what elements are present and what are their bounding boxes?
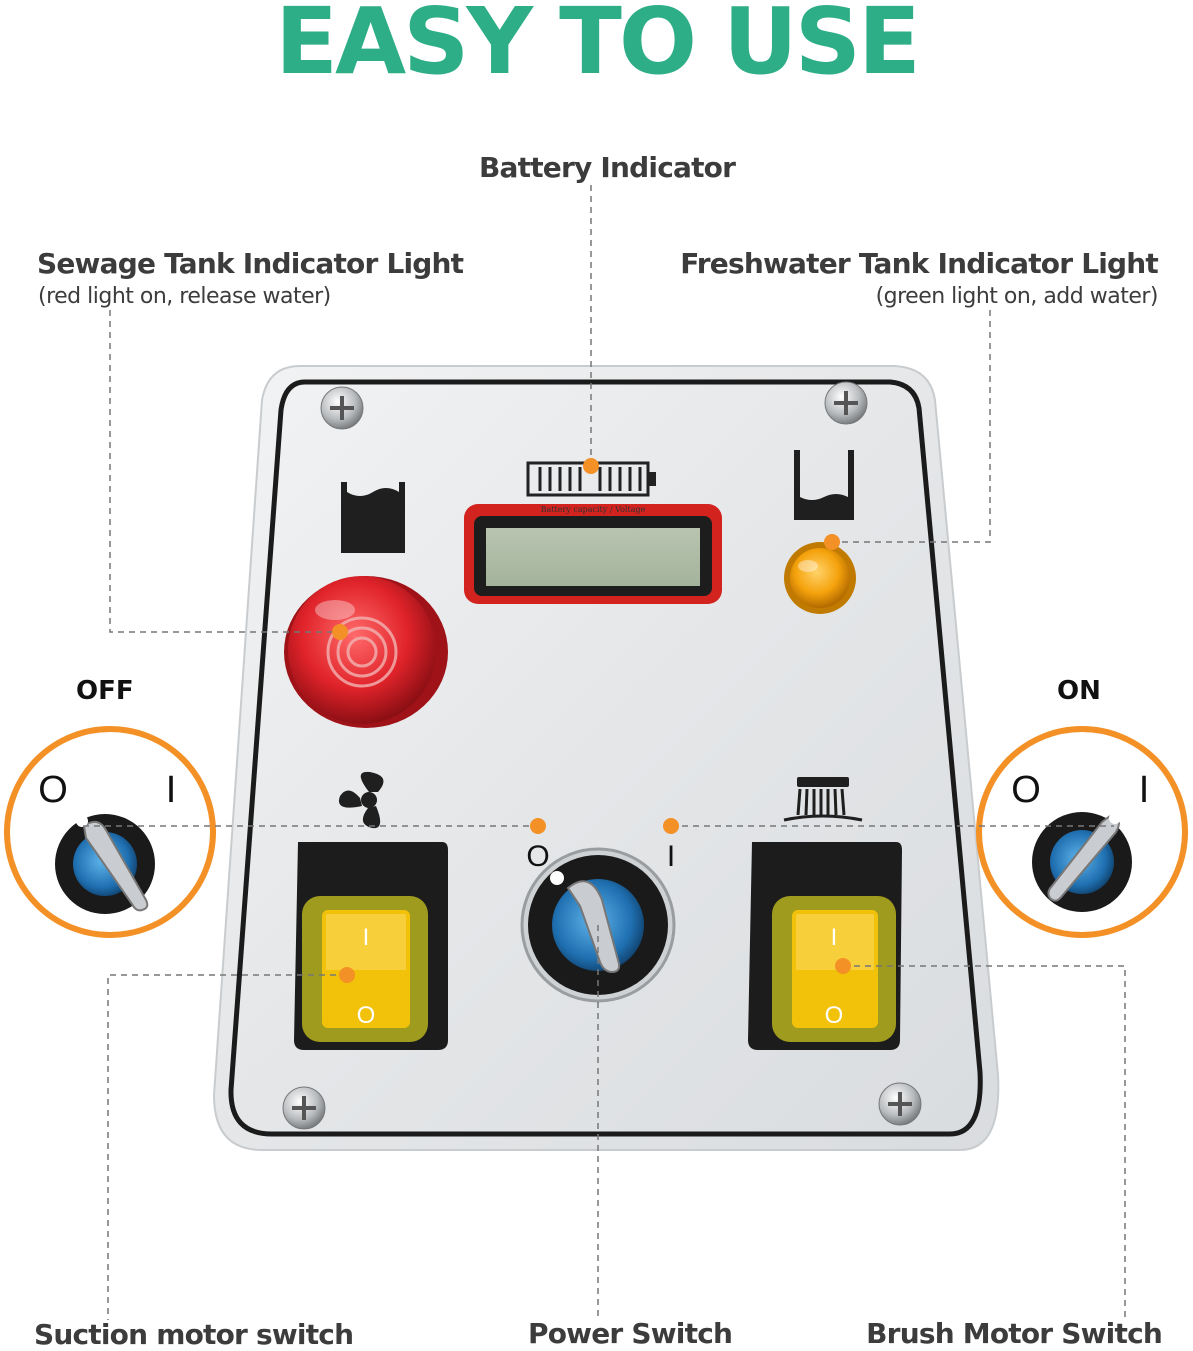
inset-on-mark: I [1139,769,1150,811]
brush-rocker-switch: I O [748,842,902,1050]
leader-suction [107,974,347,1320]
callout-dots [332,458,851,983]
screw-icon [824,381,868,425]
freshwater-tank-icon [794,450,854,520]
brush-icon [783,777,863,822]
rocker-off-mark: O [825,1002,844,1029]
dot-power-on [663,818,679,834]
sewage-indicator-light [284,576,448,728]
suction-rocker-switch: I O [294,842,448,1050]
leader-freshwater [832,310,991,543]
power-key-switch [520,847,676,1003]
display-caption: Battery capacity / Voltage [541,505,646,514]
power-on-mark: I [667,840,675,873]
dot-power-off [530,818,546,834]
screw-icon [320,386,364,430]
power-off-mark: O [526,840,549,873]
panel-border [228,379,983,1137]
rocker-on-mark: I [363,924,370,951]
sewage-tank-note: (red light on, release water) [38,284,331,309]
on-state-label: ON [1057,676,1101,706]
battery-indicator-label: Battery Indicator [479,151,736,184]
freshwater-tank-label: Freshwater Tank Indicator Light [680,247,1159,280]
on-position-inset: O I [976,726,1188,938]
sewage-tank-label: Sewage Tank Indicator Light [37,247,464,280]
suction-motor-switch-label: Suction motor switch [34,1318,354,1351]
dot-brush [835,958,851,974]
screw-icon [878,1082,922,1126]
dot-sewage [332,624,348,640]
power-switch-label: Power Switch [528,1317,733,1350]
leader-sewage [109,310,340,633]
inset-on-mark: I [166,769,177,811]
fan-icon [338,771,384,829]
callout-leader-lines [83,185,1126,1320]
dot-suction [339,967,355,983]
freshwater-indicator-light [784,542,856,614]
screw-icon [282,1086,326,1130]
freshwater-tank-note: (green light on, add water) [875,284,1159,309]
inset-off-mark: O [38,769,68,811]
inset-off-mark: O [1011,769,1041,811]
leader-brush [843,965,1126,1318]
sewage-tank-icon [341,482,405,553]
off-position-inset: O I [4,726,216,938]
rocker-off-mark: O [357,1002,376,1029]
dot-freshwater [824,534,840,550]
off-state-label: OFF [76,676,134,706]
page-title: EASY TO USE [275,0,921,95]
rocker-on-mark: I [831,924,838,951]
battery-display: Battery capacity / Voltage [464,504,722,604]
brush-motor-switch-label: Brush Motor Switch [866,1317,1163,1350]
dot-battery [583,458,599,474]
